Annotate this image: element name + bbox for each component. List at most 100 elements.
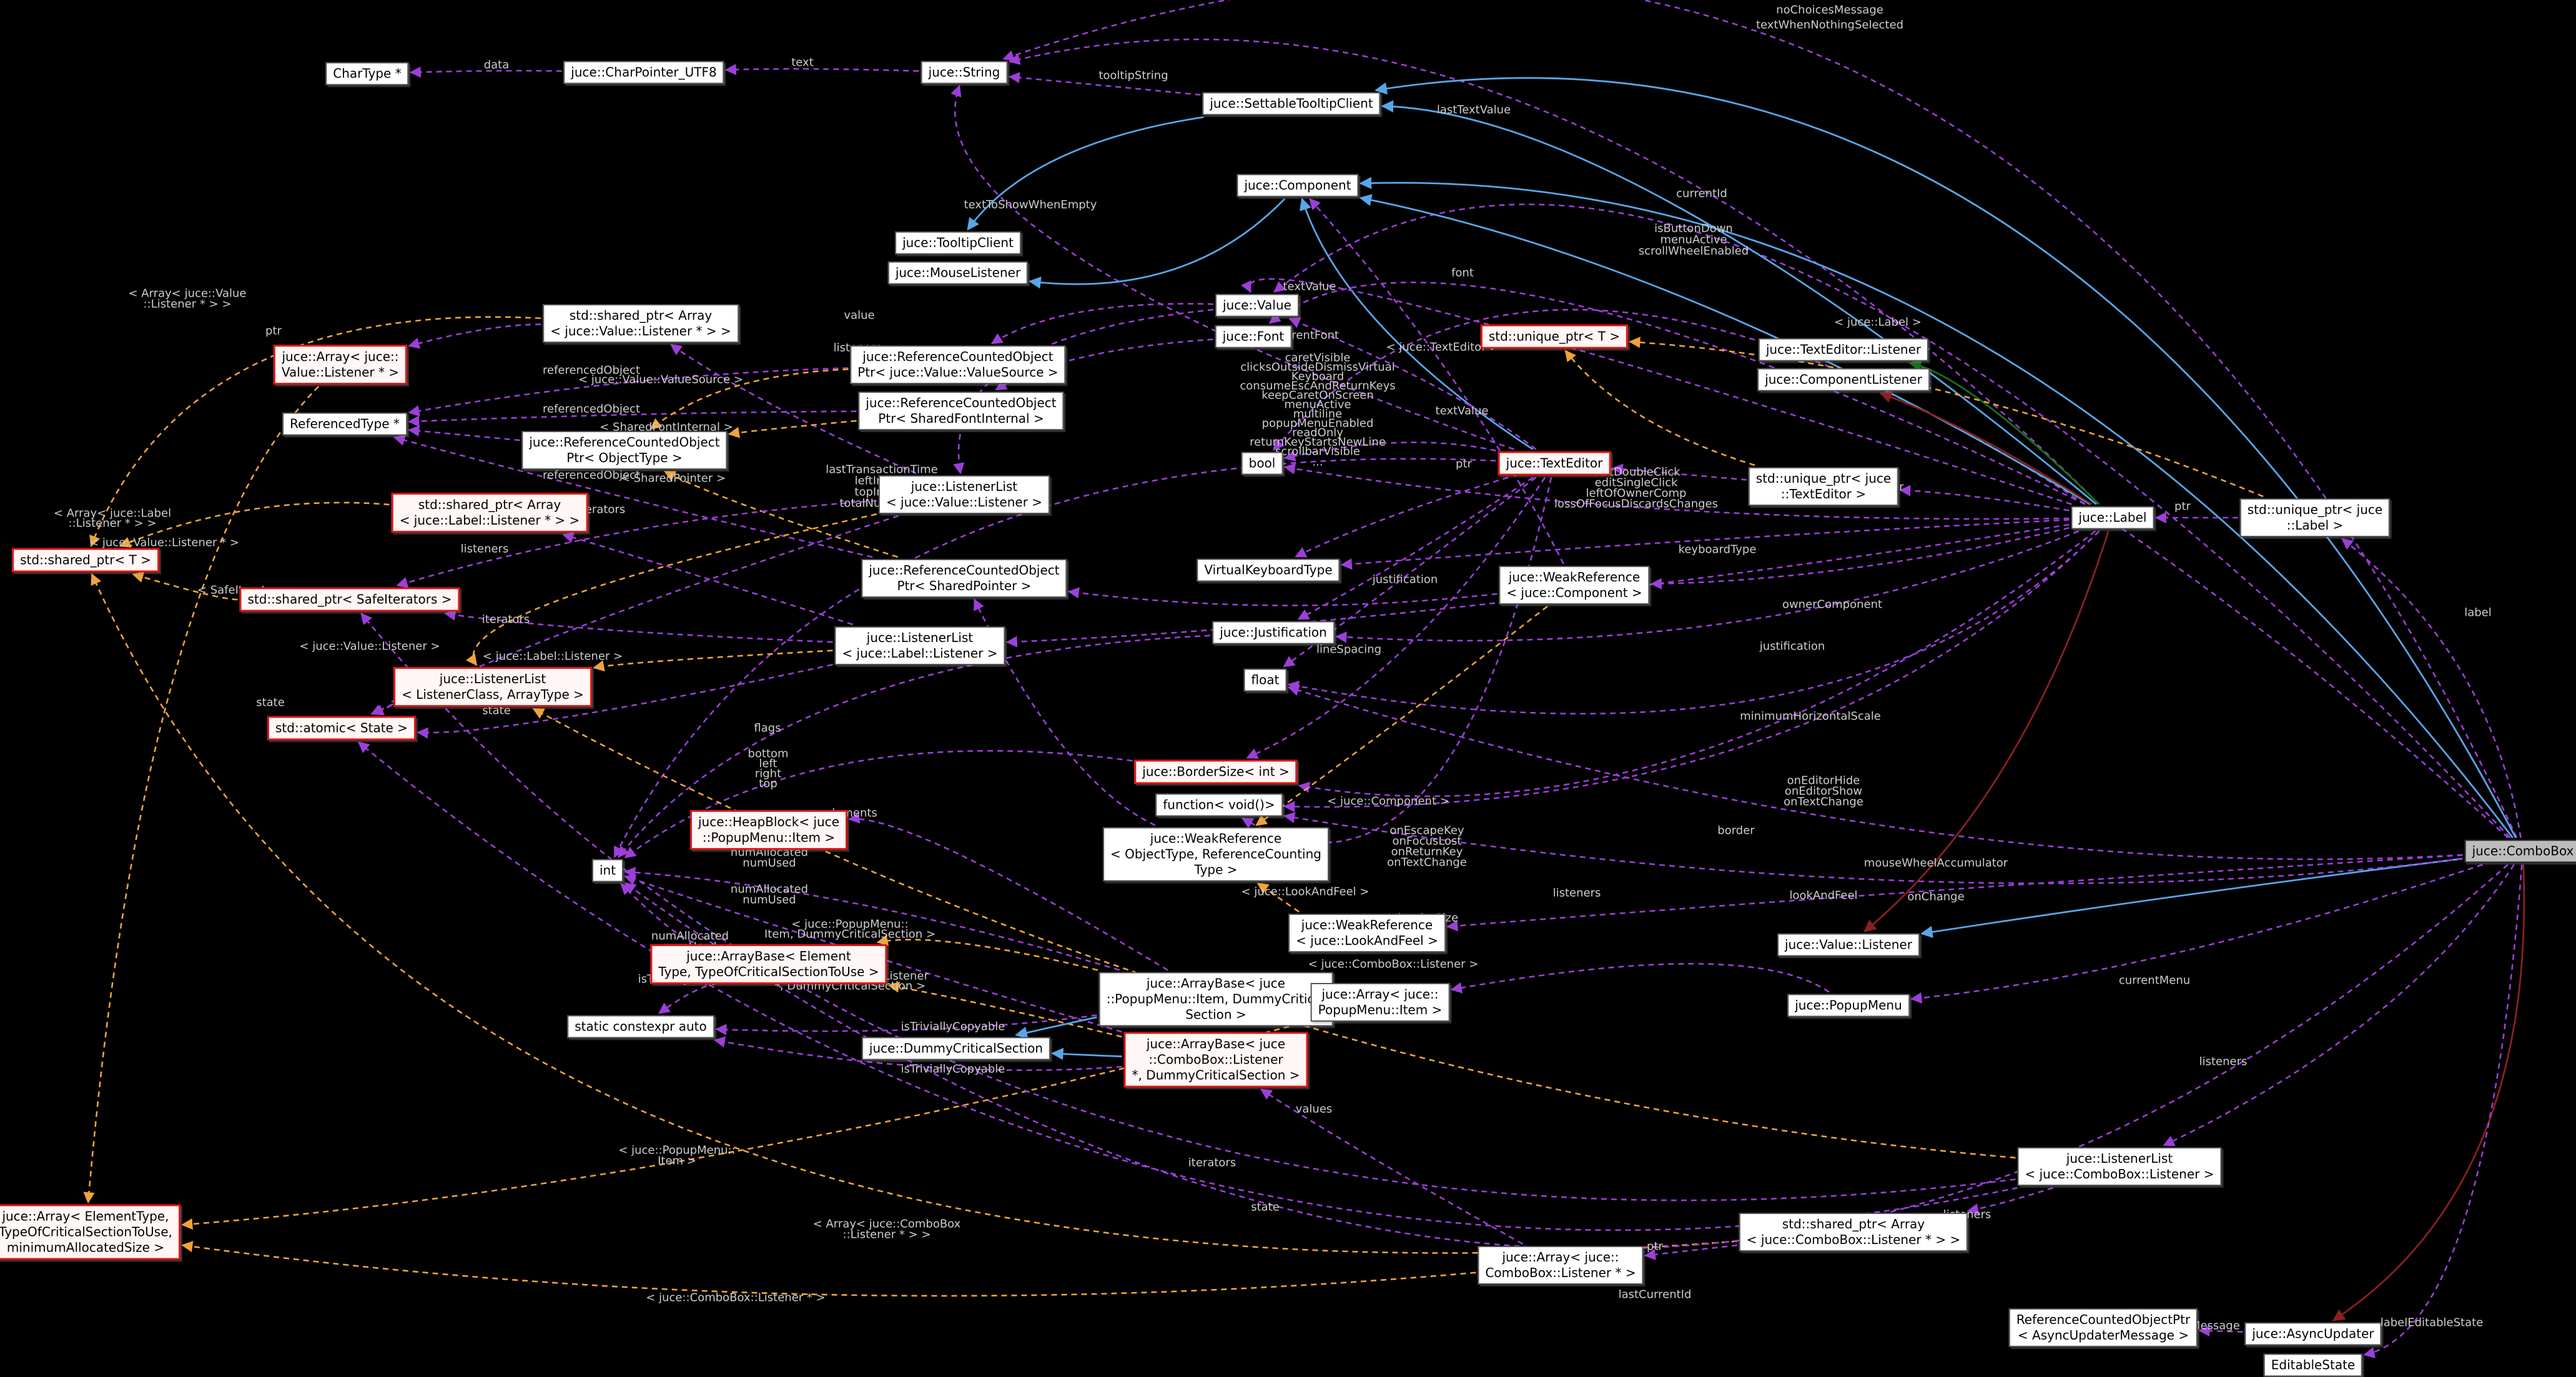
edge-label: caretVisible [1285,351,1351,365]
node-chartype[interactable]: CharType * [325,62,409,86]
node-arr_pm_item[interactable]: juce::Array< juce::PopupMenu::Item > [1310,983,1450,1022]
node-wr_ot[interactable]: juce::WeakReference< ObjectType, Referen… [1103,827,1329,882]
node-popupmenu[interactable]: juce::PopupMenu [1787,994,1910,1017]
node-dummycs[interactable]: juce::DummyCriticalSection [861,1037,1051,1060]
node-label-line: < juce::LookAndFeel > [1296,933,1438,948]
node-sp_arr_cbl[interactable]: std::shared_ptr< Array< juce::ComboBox::… [1739,1213,1968,1251]
edge-label: onEscapeKey [1389,824,1464,837]
node-arraybase_cbl[interactable]: juce::ArrayBase< juce::ComboBox::Listene… [1123,1032,1308,1088]
edge-combobox-bool [1273,308,2509,839]
node-uniqueptr_t[interactable]: std::unique_ptr< T > [1480,324,1629,349]
node-bool[interactable]: bool [1241,452,1283,475]
node-label-line: < juce::Value::Listener > [886,495,1043,510]
node-sp_arr_val[interactable]: std::shared_ptr< Array< juce::Value::Lis… [543,304,739,343]
edge-label: lineSpacing [1316,643,1382,656]
node-sp_arr_lbl[interactable]: std::shared_ptr< Array< juce::Label::Lis… [391,493,588,533]
edge-label: < juce::Label::Listener > [482,649,623,663]
edge-rco_sfi-reftype [408,410,857,427]
node-wr_laf[interactable]: juce::WeakReference< juce::LookAndFeel > [1288,914,1446,952]
node-string[interactable]: juce::String [920,61,1008,84]
node-label-line: juce::CharPointer_UTF8 [571,64,717,80]
node-label-line: juce::ComboBox [2472,843,2574,859]
node-arraybase_pm[interactable]: juce::ArrayBase< juce::PopupMenu::Item, … [1098,972,1333,1027]
node-label-line: juce::DummyCriticalSection [869,1040,1044,1056]
node-ll_cbl[interactable]: juce::ListenerList< juce::ComboBox::List… [2017,1147,2222,1186]
node-vkt[interactable]: VirtualKeyboardType [1197,558,1340,582]
node-wr_comp[interactable]: juce::WeakReference< juce::Component > [1499,566,1650,605]
node-component[interactable]: juce::Component [1236,174,1359,197]
node-value_listener[interactable]: juce::Value::Listener [1777,933,1920,957]
node-label-line: ::ComboBox::Listener [1148,1052,1283,1067]
node-heapblock[interactable]: juce::HeapBlock< juce::PopupMenu::Item > [689,810,848,850]
node-constexpr[interactable]: static constexpr auto [567,1015,714,1039]
edge-label: lastCurrentId [1618,1288,1692,1301]
node-label-line: std::shared_ptr< SafeIterators > [247,591,452,607]
node-editablestate[interactable]: EditableState [2263,1353,2363,1377]
node-justif[interactable]: juce::Justification [1212,621,1335,644]
edge-sp_arr_val-arr_val_lis [408,323,541,349]
node-tooltipclient[interactable]: juce::TooltipClient [895,231,1021,255]
node-arr_val_lis[interactable]: juce::Array< juce::Value::Listener * > [273,345,408,385]
node-label-line: juce::Value [1223,297,1291,313]
edge-wr_comp-rco_sp [1067,587,1498,606]
node-label-line: juce::Array< juce:: [282,349,399,364]
node-comp_listener[interactable]: juce::ComponentListener [1757,368,1930,392]
node-up_te[interactable]: std::unique_ptr< juce::TextEditor > [1748,467,1899,506]
edge-ll_value-ll_class [465,513,877,666]
node-texteditor[interactable]: juce::TextEditor [1498,451,1611,476]
edge-label: scrollbarVisible [1275,445,1360,458]
edge-label: onEditorHide [1787,774,1860,787]
node-label[interactable]: juce::Label [2071,506,2154,530]
node-settable[interactable]: juce::SettableTooltipClient [1202,92,1381,116]
edge-label: ptr [265,324,282,338]
node-reftype[interactable]: ReferencedType * [282,412,407,436]
node-label-line: juce::TextEditor::Listener [1765,342,1922,357]
node-label-line: juce::ReferenceCountedObject [869,563,1060,578]
node-te_listener[interactable]: juce::TextEditor::Listener [1758,338,1929,362]
node-ll_class[interactable]: juce::ListenerList< ListenerClass, Array… [393,667,592,707]
node-ll_label[interactable]: juce::ListenerList< juce::Label::Listene… [834,626,1005,665]
node-int[interactable]: int [591,859,624,882]
node-ll_value[interactable]: juce::ListenerList< juce::Value::Listene… [878,475,1050,514]
edge-label: multiline [1293,407,1343,421]
node-label-line: < juce::ComboBox::Listener > [2025,1167,2214,1182]
edge-ll_label-ll_class [593,649,833,672]
node-bordersize[interactable]: juce::BorderSize< int > [1134,759,1298,784]
node-asyncupdater[interactable]: juce::AsyncUpdater [2244,1322,2382,1346]
node-arr_elem[interactable]: juce::Array< ElementType,TypeOfCriticalS… [0,1204,180,1260]
node-rcop_aum[interactable]: ReferenceCountedObjectPtr< AsyncUpdaterM… [2008,1308,2198,1347]
edge-label-bool [1283,463,2070,520]
edge-label: referencedObject [543,363,640,377]
node-font[interactable]: juce::Font [1215,325,1292,348]
node-charptr[interactable]: juce::CharPointer_UTF8 [563,61,724,84]
node-sp_safe[interactable]: std::shared_ptr< SafeIterators > [239,587,460,612]
edge-ll_cbl-sp_safe [360,613,2016,1202]
edge-combobox-value_listener [1920,857,2463,939]
node-up_label[interactable]: std::unique_ptr< juce::Label > [2239,498,2391,537]
node-label-line: juce::BorderSize< int > [1142,764,1290,779]
node-value[interactable]: juce::Value [1215,294,1299,317]
node-mouselistener[interactable]: juce::MouseListener [887,261,1029,285]
node-arr_cbl[interactable]: juce::Array< juce::ComboBox::Listener * … [1478,1246,1644,1285]
edge-label-font [1268,281,2086,505]
edge-label: < Array< juce::Label [53,506,172,520]
edge-rco_sp-rco_ot [663,470,899,558]
edge-label: < juce::Component > [1327,794,1449,808]
node-label-line: < juce::Label::Listener * > > [399,513,580,528]
edge-label: < juce::ComboBox::Listener * > [646,1291,826,1305]
edge-ll_value-sp_safe [396,500,877,588]
edge-label: currentId [1676,187,1727,200]
node-atomic[interactable]: std::atomic< State > [267,716,416,741]
node-func_void[interactable]: function< void()> [1155,793,1283,817]
node-sp_t[interactable]: std::shared_ptr< T > [12,548,159,573]
edge-label: < Array< juce::Value [128,287,247,300]
node-label-line: < AsyncUpdaterMessage > [2017,1328,2189,1343]
node-float[interactable]: float [1243,668,1287,692]
edge-label: numUsed [743,856,796,870]
edge-label-settable [1381,100,2097,505]
